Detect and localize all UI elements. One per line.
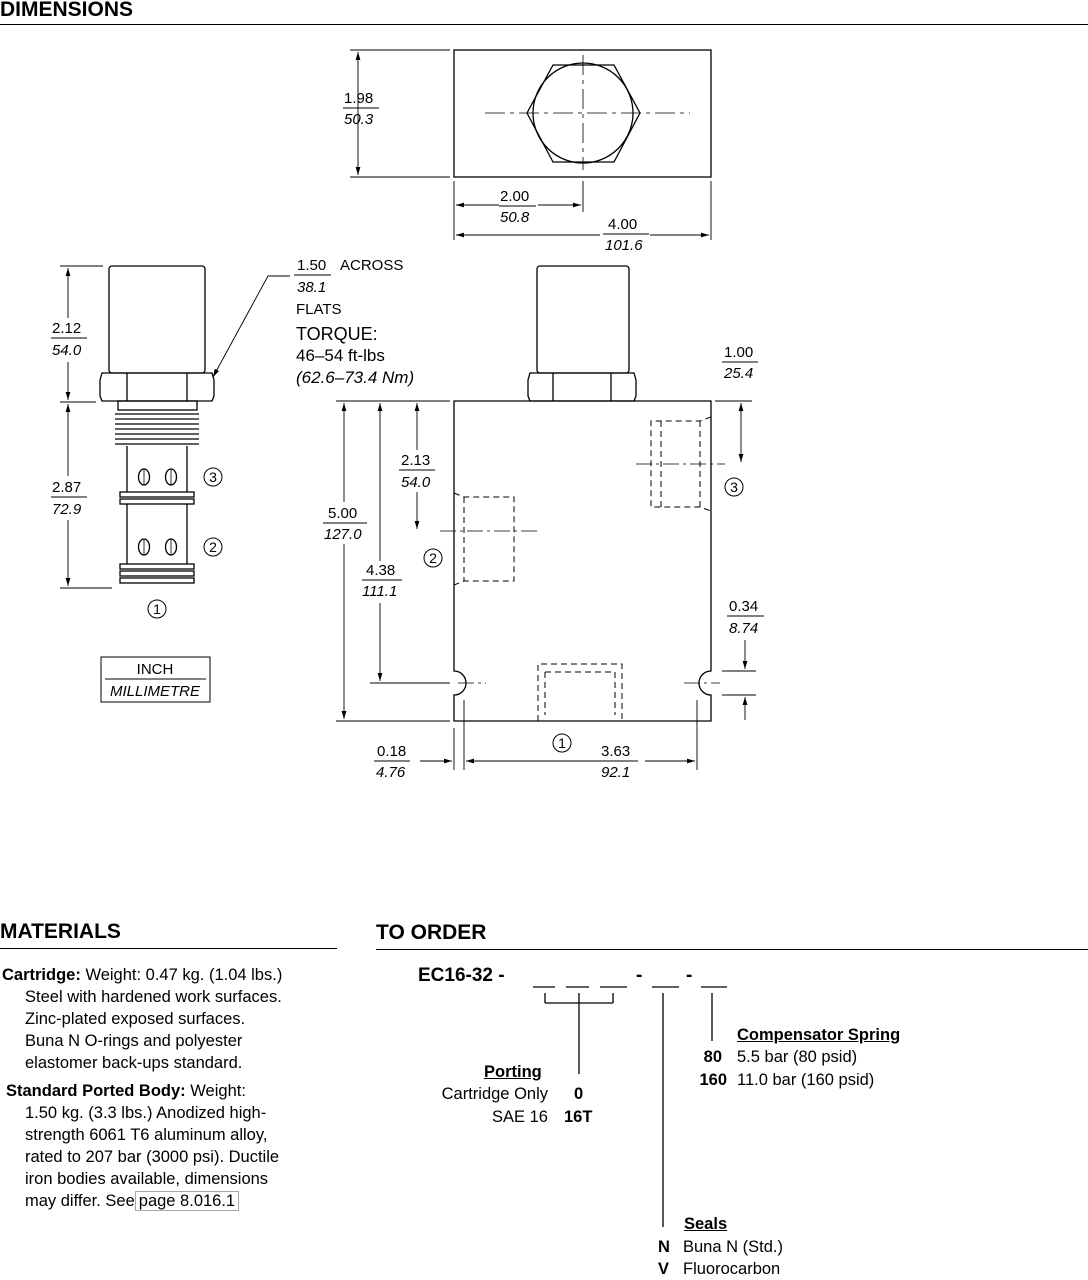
seals-option-1-label: Fluorocarbon <box>683 1260 781 1278</box>
materials-heading: MATERIALS <box>0 920 121 943</box>
spring-option-1-code: 160 <box>699 1071 727 1089</box>
porting-option-1-label: SAE 16 <box>492 1108 548 1126</box>
mount-mm: 111.1 <box>362 583 397 600</box>
materials-body: Standard Ported Body: Weight: <box>6 1080 246 1102</box>
port2-mm: 54.0 <box>401 474 431 491</box>
top-view-labels: 1.98 50.3 2.00 50.8 4.00 101.6 <box>343 90 649 254</box>
cartridge-labels: 2.12 54.0 2.87 72.9 1.50 ACROSS 38.1 FLA… <box>51 257 414 619</box>
height-in: 5.00 <box>328 505 357 522</box>
order-rule <box>376 949 1088 950</box>
top-width-mm: 101.6 <box>605 237 643 254</box>
seals-title: Seals <box>684 1215 728 1233</box>
spring-option-0-code: 80 <box>703 1048 722 1066</box>
spring-option-1-label: 11.0 bar (160 psid) <box>737 1071 875 1089</box>
materials-cartridge: Cartridge: Weight: 0.47 kg. (1.04 lbs.) <box>2 964 282 986</box>
top-half-in: 2.00 <box>500 188 529 205</box>
seals-option-0-label: Buna N (Std.) <box>683 1238 783 1256</box>
code-dash-1: - <box>636 965 643 986</box>
seals-option-0-code: N <box>658 1238 670 1256</box>
body-line-2: strength 6061 T6 aluminum alloy, <box>25 1126 268 1144</box>
cartridge-label: Cartridge: <box>2 966 81 984</box>
cart-lower-mm: 72.9 <box>52 501 82 518</box>
torque-label: TORQUE: <box>296 324 378 344</box>
torque-nm: (62.6–73.4 Nm) <box>296 368 414 387</box>
spring-title: Compensator Spring <box>737 1026 901 1044</box>
cartridge-view <box>99 265 215 584</box>
port2-in: 2.13 <box>401 452 430 469</box>
dimensions-heading: DIMENSIONS <box>0 0 134 21</box>
top-width-in: 4.00 <box>608 216 637 233</box>
body-port1: 1 <box>558 735 566 751</box>
edge-in: 0.18 <box>377 743 406 760</box>
top-height-mm: 50.3 <box>344 111 374 128</box>
flats-mm: 38.1 <box>297 279 326 296</box>
mount-in: 4.38 <box>366 562 395 579</box>
top-half-mm: 50.8 <box>500 209 530 226</box>
cart-port1: 1 <box>153 601 161 617</box>
port3-mm: 25.4 <box>723 365 753 382</box>
body-line-3: rated to 207 bar (3000 psi). Ductile <box>25 1148 280 1166</box>
height-mm: 127.0 <box>324 526 362 543</box>
edge-mm: 4.76 <box>376 764 406 781</box>
materials-rule <box>0 948 337 949</box>
cartridge-dims <box>60 265 290 589</box>
body-line-5: may differ. See <box>25 1192 135 1210</box>
cartridge-line-4: elastomer back-ups standard. <box>25 1054 243 1072</box>
order-heading: TO ORDER <box>376 921 487 944</box>
torque-ftlbs: 46–54 ft-lbs <box>296 346 385 365</box>
cartridge-line-1: Steel with hardened work surfaces. <box>25 988 282 1006</box>
units-mm: MILLIMETRE <box>110 683 201 700</box>
cart-lower-in: 2.87 <box>52 479 81 496</box>
cart-upper-mm: 54.0 <box>52 342 82 359</box>
top-height-in: 1.98 <box>344 90 373 107</box>
flats-across: ACROSS <box>340 257 403 274</box>
model-code: EC16-32 - <box>418 965 505 986</box>
flats-in: 1.50 <box>297 257 326 274</box>
dimension-drawing: 1.98 50.3 2.00 50.8 4.00 101.6 <box>51 49 764 781</box>
top-view <box>453 49 712 178</box>
code-dash-2: - <box>686 965 693 986</box>
body-view <box>453 265 712 722</box>
cart-port2: 2 <box>209 539 217 555</box>
body-labels: 1.00 25.4 2.13 54.0 5.00 127.0 4.38 111.… <box>323 344 764 781</box>
cartridge-line-0: Weight: 0.47 kg. (1.04 lbs.) <box>85 966 283 984</box>
cart-upper-in: 2.12 <box>52 320 81 337</box>
units-inch: INCH <box>137 661 174 678</box>
cartridge-line-2: Zinc-plated exposed surfaces. <box>25 1010 246 1028</box>
body-line-1: 1.50 kg. (3.3 lbs.) Anodized high- <box>25 1104 267 1122</box>
top-view-dims <box>350 49 712 240</box>
body-dims <box>336 400 756 770</box>
body-line-4: iron bodies available, dimensions <box>25 1170 269 1188</box>
body-port2: 2 <box>429 550 437 566</box>
seals-option-1-code: V <box>658 1260 670 1278</box>
porting-title: Porting <box>484 1063 542 1081</box>
cart-port3: 3 <box>209 469 217 485</box>
body-hidden-ports <box>453 416 712 721</box>
porting-option-0-code: 0 <box>574 1085 584 1103</box>
dimensions-rule <box>0 24 1088 25</box>
body-centerlines <box>440 463 725 684</box>
body-label: Standard Ported Body: <box>6 1082 186 1100</box>
porting-option-1-code: 16T <box>564 1108 593 1126</box>
flats-word: FLATS <box>296 301 342 318</box>
span-mm: 92.1 <box>601 764 630 781</box>
slot-in: 0.34 <box>729 598 758 615</box>
cartridge-line-3: Buna N O-rings and polyester <box>25 1032 243 1050</box>
port3-in: 1.00 <box>724 344 753 361</box>
spring-option-0-label: 5.5 bar (80 psid) <box>737 1048 858 1066</box>
units-box: INCH MILLIMETRE <box>100 656 211 703</box>
slot-mm: 8.74 <box>729 620 758 637</box>
body-line-0: Weight: <box>190 1082 246 1100</box>
body-port3: 3 <box>730 479 738 495</box>
span-in: 3.63 <box>601 743 630 760</box>
page-link[interactable]: page 8.016.1 <box>134 1191 240 1211</box>
porting-option-0-label: Cartridge Only <box>441 1085 548 1103</box>
